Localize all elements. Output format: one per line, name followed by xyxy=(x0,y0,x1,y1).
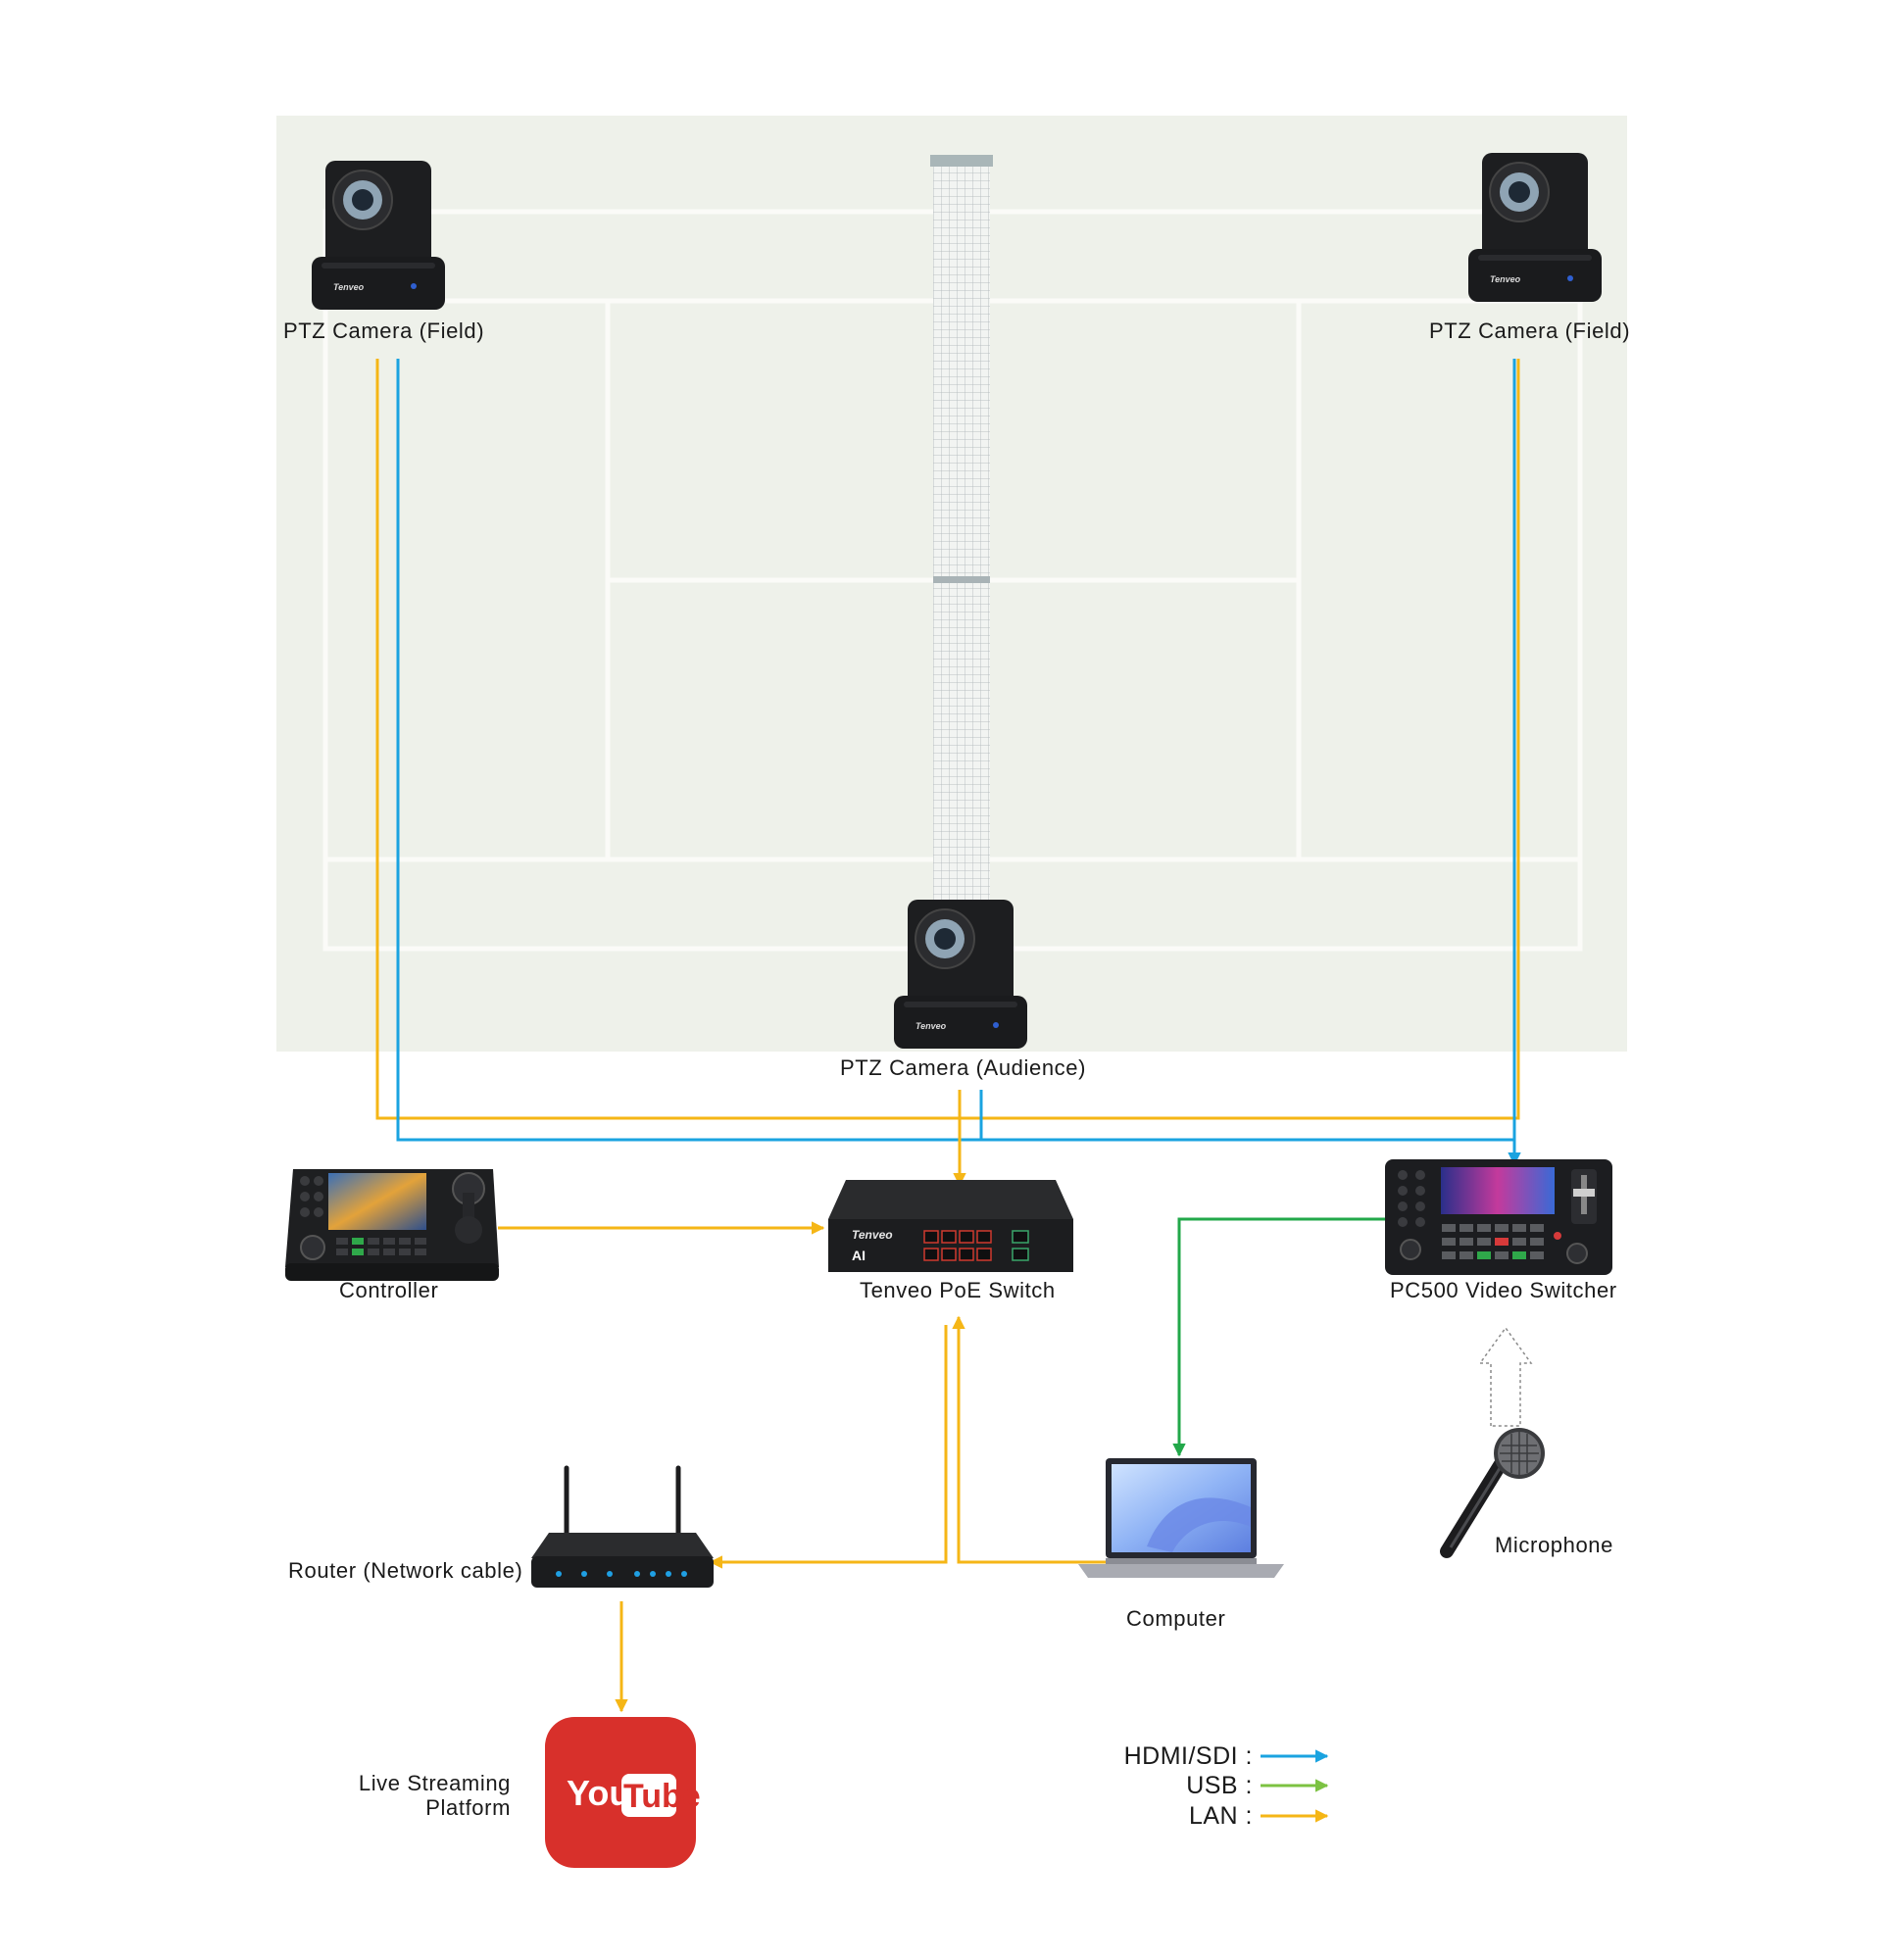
legend-item-usb: USB : xyxy=(1186,1772,1329,1799)
youtube-logo-tube: Tube xyxy=(623,1778,701,1815)
label-computer: Computer xyxy=(1126,1606,1225,1631)
ptz-camera-left: Tenveo xyxy=(312,161,445,310)
legend: HDMI/SDI : USB : LAN : xyxy=(1124,1742,1329,1830)
laptop-icon xyxy=(1078,1458,1284,1578)
microphone-icon xyxy=(1440,1428,1545,1558)
router-device xyxy=(531,1465,714,1588)
svg-text:Tenveo: Tenveo xyxy=(915,1021,947,1031)
label-streaming-line1: Live Streaming xyxy=(359,1771,511,1795)
legend-label-usb: USB : xyxy=(1186,1772,1253,1799)
legend-label-hdmi: HDMI/SDI : xyxy=(1124,1742,1253,1770)
label-router: Router (Network cable) xyxy=(288,1558,522,1583)
microphone-device xyxy=(1440,1428,1545,1558)
poe-switch-icon: Tenveo AI xyxy=(828,1180,1073,1272)
label-controller: Controller xyxy=(339,1278,438,1302)
poe-switch-brand: Tenveo xyxy=(852,1228,893,1242)
lan-line-switch-router xyxy=(709,1325,948,1569)
ptz-controller-icon xyxy=(285,1169,499,1281)
label-video-switcher: PC500 Video Switcher xyxy=(1390,1278,1617,1302)
label-microphone: Microphone xyxy=(1495,1533,1613,1557)
connections xyxy=(375,359,1521,1713)
lan-line-computer-switch xyxy=(952,1315,1106,1564)
usb-line-switcher-computer xyxy=(1172,1217,1390,1457)
youtube-logo-you: You xyxy=(567,1773,630,1813)
microphone-wireless-arrow xyxy=(1478,1326,1533,1427)
controller-device xyxy=(285,1169,499,1281)
legend-item-hdmi: HDMI/SDI : xyxy=(1124,1742,1329,1770)
computer-device xyxy=(1078,1458,1284,1578)
label-ptz-camera-center: PTZ Camera (Audience) xyxy=(840,1055,1086,1080)
youtube-logo: You Tube xyxy=(545,1717,701,1868)
svg-text:Tenveo: Tenveo xyxy=(333,282,365,292)
ptz-camera-icon: Tenveo xyxy=(312,161,445,310)
svg-text:Tenveo: Tenveo xyxy=(1490,274,1521,284)
label-streaming-line2: Platform xyxy=(425,1795,511,1820)
volleyball-net xyxy=(930,155,993,916)
legend-item-lan: LAN : xyxy=(1189,1802,1329,1830)
poe-switch-device: Tenveo AI xyxy=(828,1180,1073,1272)
poe-switch-badge: AI xyxy=(852,1248,866,1263)
ptz-camera-icon: Tenveo xyxy=(894,900,1027,1049)
lan-line-left-camera xyxy=(375,359,1520,1120)
label-ptz-camera-left: PTZ Camera (Field) xyxy=(283,318,484,343)
label-ptz-camera-right: PTZ Camera (Field) xyxy=(1429,318,1630,343)
ptz-camera-icon: Tenveo xyxy=(1468,153,1602,302)
youtube-icon: You Tube xyxy=(545,1717,701,1868)
ptz-camera-center: Tenveo xyxy=(894,900,1027,1049)
legend-label-lan: LAN : xyxy=(1189,1802,1253,1830)
router-icon xyxy=(531,1465,714,1588)
ptz-camera-right: Tenveo xyxy=(1468,153,1602,302)
label-poe-switch: Tenveo PoE Switch xyxy=(860,1278,1056,1302)
video-switcher-icon xyxy=(1385,1159,1612,1275)
video-switcher-device xyxy=(1385,1159,1612,1275)
